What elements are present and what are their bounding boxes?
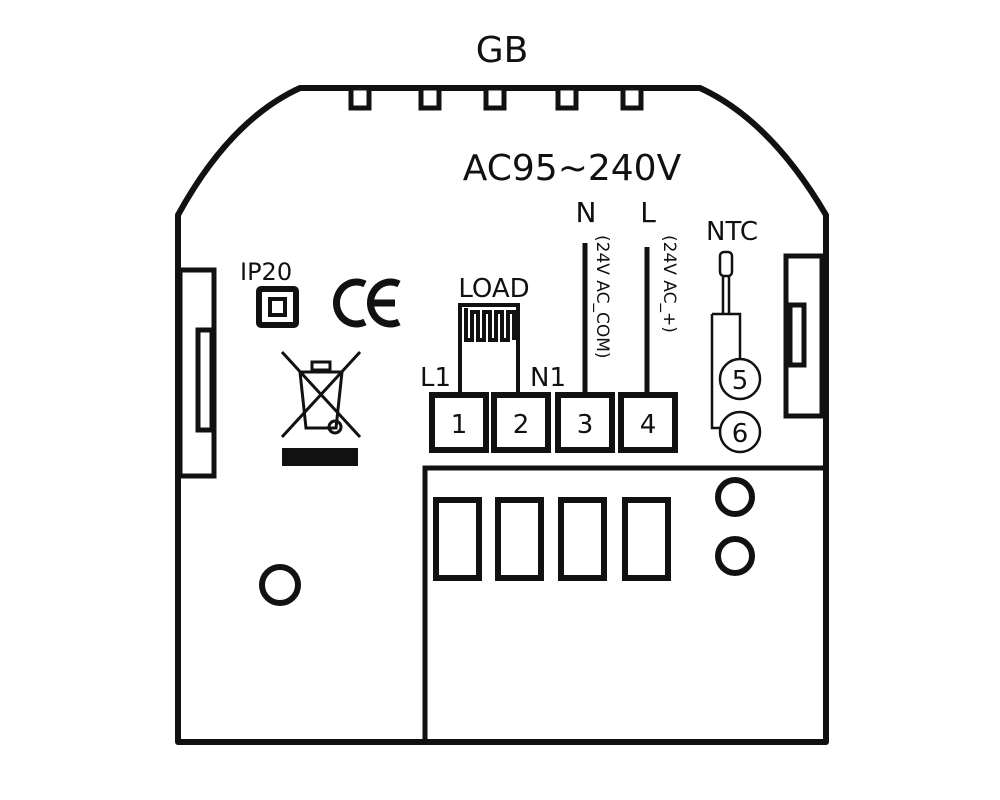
svg-text:4: 4 (640, 410, 657, 440)
svg-text:2: 2 (513, 410, 530, 440)
screw-slots (433, 497, 671, 581)
screw-holes (715, 477, 755, 576)
terminal-4: 4 (618, 392, 678, 453)
terminal-3: 3 (555, 392, 615, 453)
weee-bin-icon (280, 350, 362, 439)
sensor-terminal-6: 6 (718, 410, 762, 454)
svg-text:1: 1 (451, 410, 468, 440)
heater-load-icon (458, 303, 520, 393)
double-insulation-icon (256, 286, 299, 328)
l-label: L (640, 196, 656, 229)
n-note: (24V AC_COM) (592, 235, 612, 359)
top-tabs (348, 85, 644, 111)
mounting-hole (259, 564, 301, 606)
l1-label: L1 (420, 363, 451, 393)
n-label: N (576, 196, 597, 229)
n1-label: N1 (530, 363, 566, 393)
svg-text:3: 3 (577, 410, 594, 440)
sensor-terminal-5: 5 (718, 357, 762, 401)
terminal-2: 2 (491, 392, 551, 453)
voltage-label: AC95~240V (463, 148, 682, 189)
left-clip (177, 267, 217, 479)
weee-bar (282, 448, 358, 466)
device-outline (175, 85, 829, 745)
ip-rating-label: IP20 (240, 258, 292, 286)
right-clip (783, 253, 825, 419)
svg-text:5: 5 (732, 366, 749, 396)
l-note: (24V AC_+) (659, 235, 679, 333)
title: GB (476, 30, 529, 71)
load-label: LOAD (458, 274, 529, 304)
svg-text:6: 6 (732, 419, 749, 449)
terminal-housing (422, 465, 826, 742)
ntc-label: NTC (706, 217, 758, 247)
ntc-sensor-icon (710, 250, 742, 430)
terminal-1: 1 (429, 392, 489, 453)
ce-mark-icon (333, 278, 401, 328)
